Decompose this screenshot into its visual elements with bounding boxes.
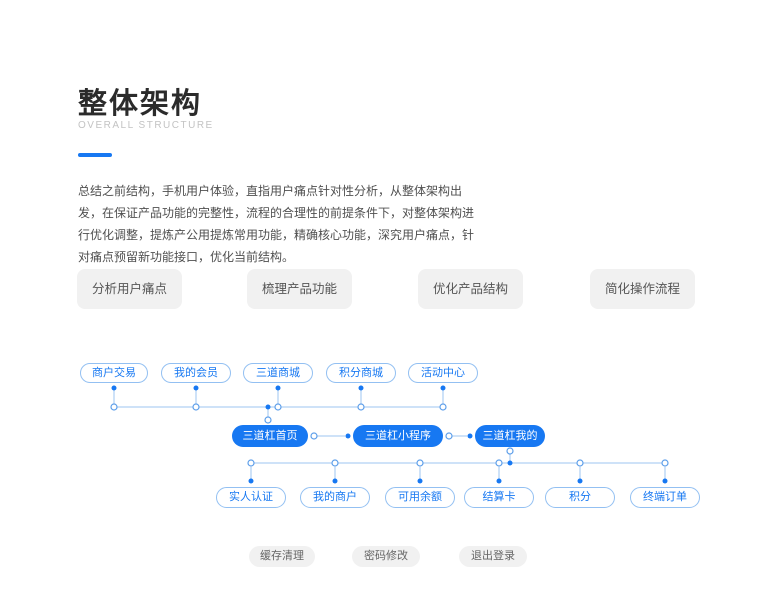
top-node-merchant-trade: 商户交易 [80,363,148,383]
top-node-sandao-mall: 三道商城 [243,363,313,383]
settings-node-change-password: 密码修改 [352,546,420,567]
settings-node-clear-cache: 缓存清理 [249,546,315,567]
page-title: 整体架构 [78,88,203,120]
top-node-my-members: 我的会员 [161,363,231,383]
sub-node-my-merchant: 我的商户 [300,487,370,508]
sub-node-terminal-orders: 终端订单 [630,487,700,508]
accent-divider [78,153,112,157]
settings-node-logout: 退出登录 [459,546,527,567]
strategy-box-simplify-flow: 简化操作流程 [590,269,695,309]
strategy-box-optimize-structure: 优化产品结构 [418,269,523,309]
main-node-miniprogram: 三道杠小程序 [353,425,443,447]
strategy-box-organize-functions: 梳理产品功能 [247,269,352,309]
page-subtitle: OVERALL STRUCTURE [78,120,214,131]
sub-node-available-balance: 可用余额 [385,487,455,508]
sub-node-settlement-card: 结算卡 [464,487,534,508]
main-node-mine: 三道杠我的 [475,425,545,447]
strategy-box-analyze-painpoints: 分析用户痛点 [77,269,182,309]
top-node-points-mall: 积分商城 [326,363,396,383]
main-node-home: 三道杠首页 [232,425,308,447]
top-node-activity-center: 活动中心 [408,363,478,383]
sub-node-points: 积分 [545,487,615,508]
intro-paragraph: 总结之前结构，手机用户体验，直指用户痛点针对性分析，从整体架构出发，在保证产品功… [78,184,475,264]
sub-node-real-name-auth: 实人认证 [216,487,286,508]
